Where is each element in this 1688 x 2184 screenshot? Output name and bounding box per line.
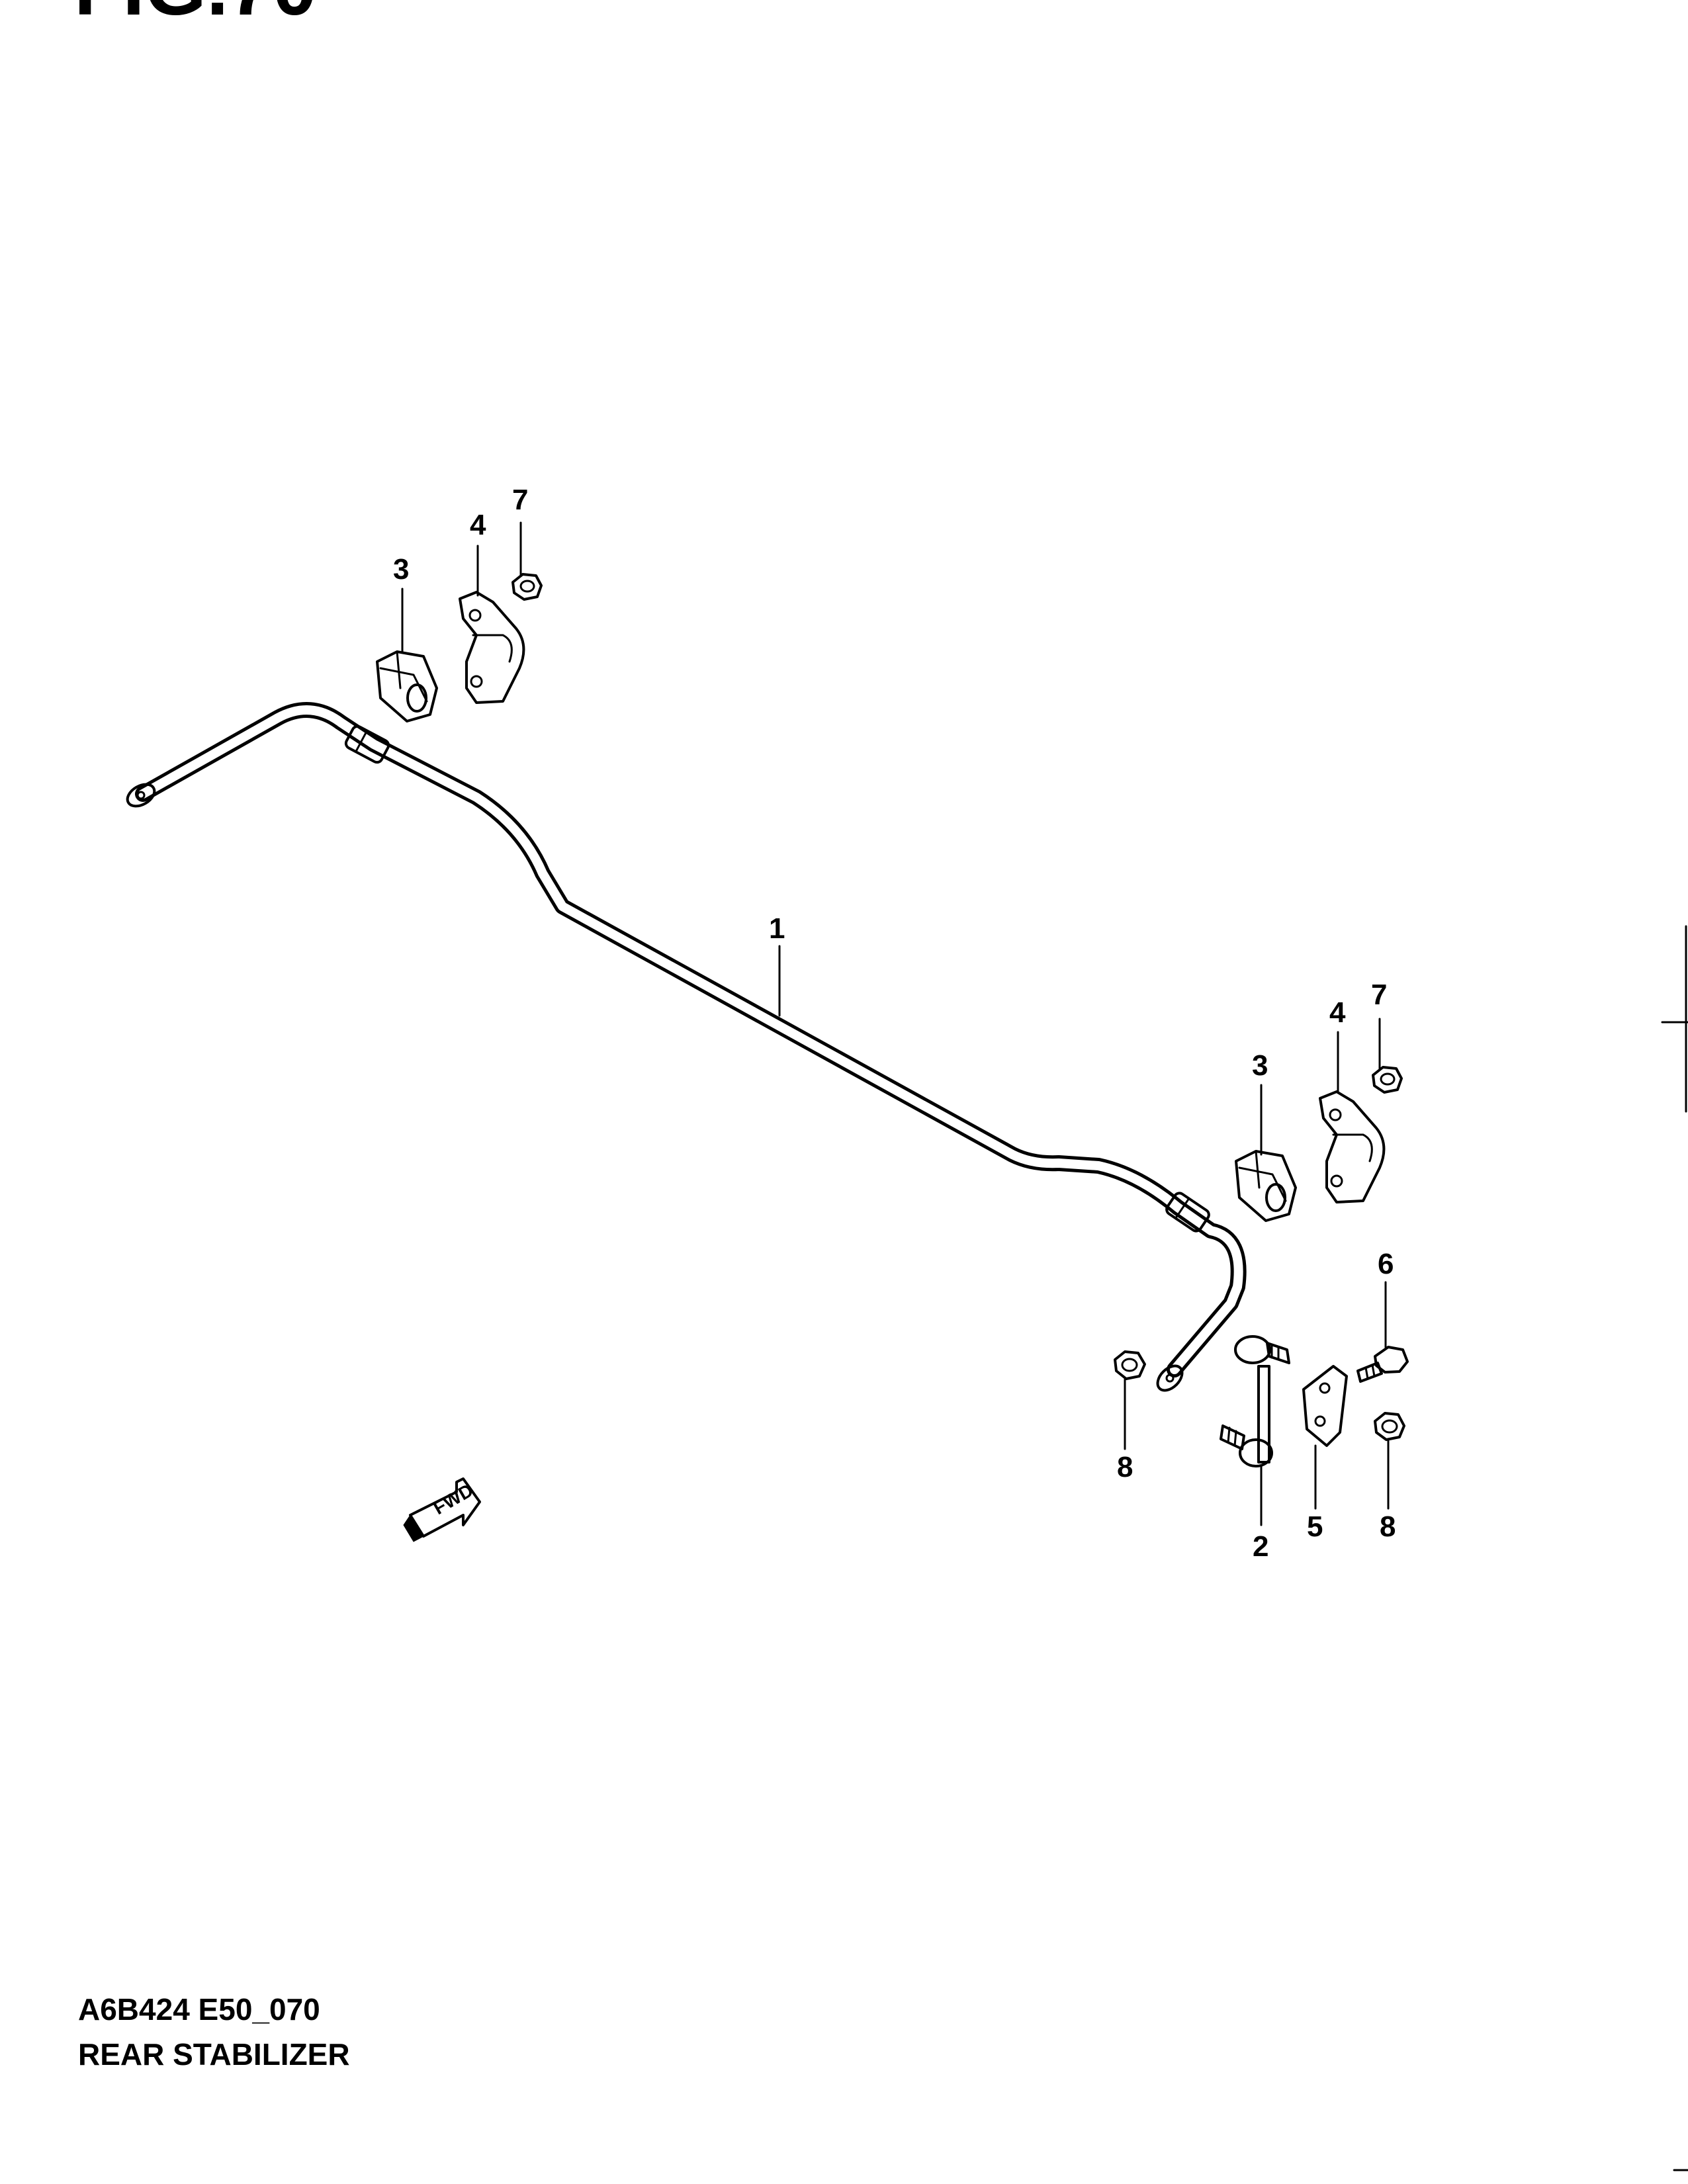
- nut-lower-left: [1114, 1350, 1146, 1380]
- callout-link: 2: [1253, 1530, 1268, 1563]
- fwd-label: FWD: [430, 1479, 477, 1518]
- callout-plate: 5: [1307, 1510, 1323, 1543]
- callout-bar: 1: [769, 912, 785, 945]
- callout-nut-left-top: 7: [512, 484, 528, 516]
- registration-marks: [1661, 925, 1688, 2171]
- callout-bolt: 6: [1378, 1248, 1394, 1280]
- leader-lines: [401, 521, 1390, 1526]
- bushing-right: [1235, 1150, 1297, 1222]
- callout-nut-lower-left: 8: [1117, 1451, 1133, 1483]
- bracket-left: [459, 591, 525, 704]
- stabilizer-bar: [126, 702, 1247, 1392]
- callout-nut-right-top: 7: [1371, 979, 1387, 1011]
- callout-bracket-left: 4: [470, 509, 486, 541]
- figure-label: FIG.70: [74, 0, 317, 32]
- callout-bushing-left: 3: [393, 553, 409, 586]
- callout-numbers: 1 3 4 7 3 4 7 6 8 2 5 8: [393, 484, 1396, 1563]
- bracket-right: [1319, 1090, 1386, 1203]
- bolt: [1356, 1346, 1409, 1383]
- nut-right-top: [1372, 1066, 1403, 1094]
- nut-lower-right: [1374, 1412, 1405, 1441]
- fwd-arrow: FWD: [403, 1477, 481, 1542]
- callout-nut-lower-right: 8: [1380, 1510, 1396, 1543]
- drawing-title: REAR STABILIZER: [78, 2037, 350, 2072]
- nut-left-top: [511, 573, 543, 601]
- mounting-plate: [1302, 1365, 1348, 1447]
- drawing-code: A6B424 E50_070: [78, 1992, 320, 2027]
- callout-bushing-right: 3: [1252, 1049, 1268, 1082]
- callout-bracket-right: 4: [1329, 996, 1346, 1029]
- bushing-left: [376, 650, 438, 722]
- stabilizer-link: [1220, 1335, 1290, 1467]
